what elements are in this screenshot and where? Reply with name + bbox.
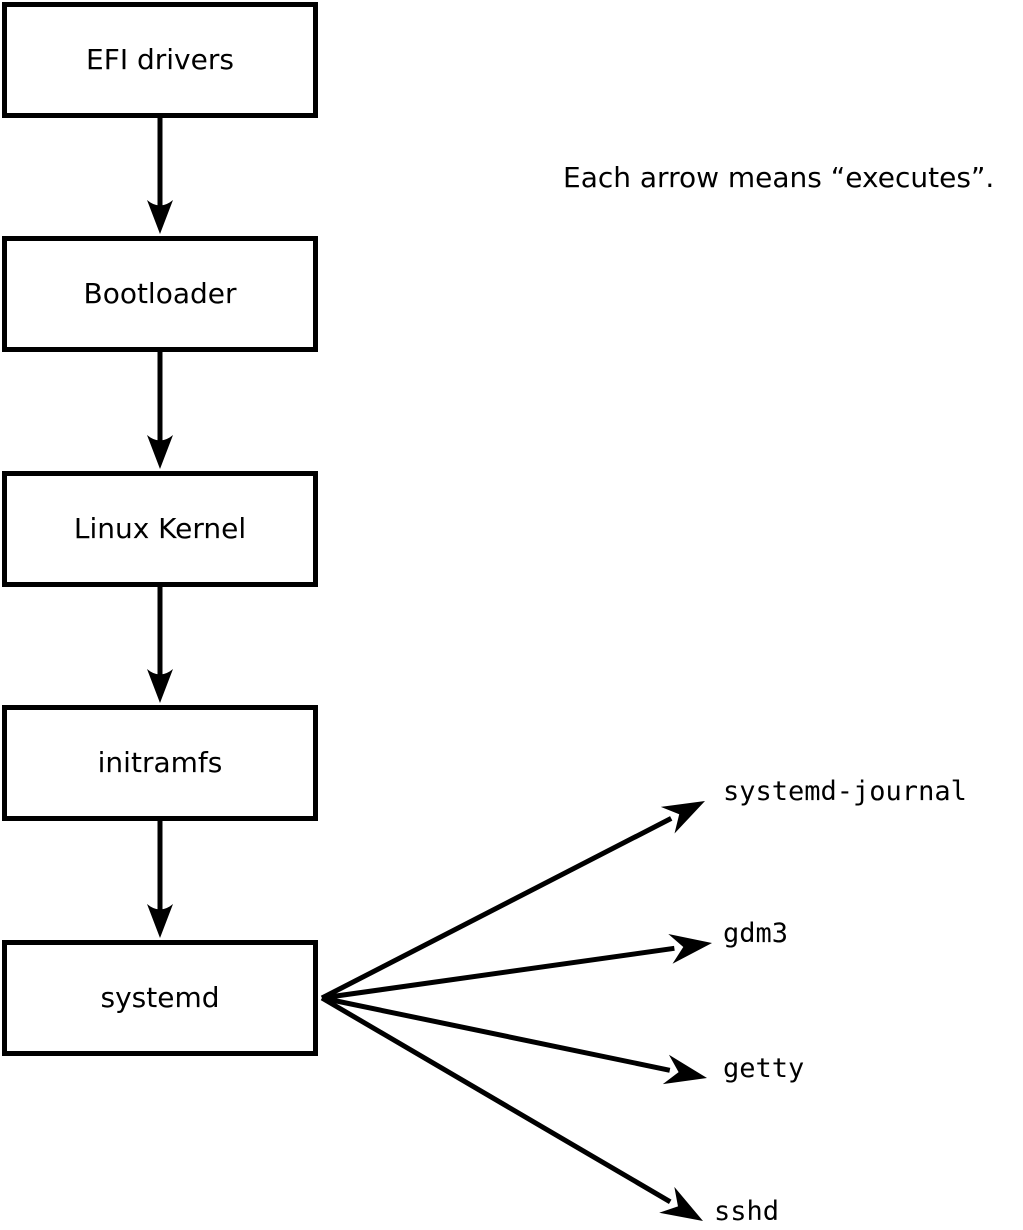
arrow-systemd-to-gdm3	[321, 934, 712, 1001]
stage-label-efi-drivers: EFI drivers	[86, 43, 234, 76]
boot-chain-arrow-group	[147, 118, 173, 938]
arrow-kernel-to-initramfs	[147, 587, 173, 703]
stage-label-initramfs: initramfs	[97, 746, 223, 779]
arrow-efi-to-bootloader	[147, 118, 173, 234]
stage-label-systemd: systemd	[100, 981, 220, 1014]
arrow-systemd-to-systemd-journal	[320, 801, 705, 1001]
stage-box-linux-kernel: Linux Kernel	[2, 471, 318, 587]
arrow-systemd-to-sshd	[320, 995, 703, 1221]
arrow-initramfs-to-systemd	[147, 821, 173, 938]
stage-box-initramfs: initramfs	[2, 705, 318, 821]
stage-box-efi-drivers: EFI drivers	[2, 2, 318, 118]
service-label-getty: getty	[723, 1053, 805, 1084]
stage-box-systemd: systemd	[2, 940, 318, 1056]
arrow-systemd-to-getty	[321, 995, 707, 1085]
service-label-gdm3: gdm3	[723, 918, 789, 949]
stage-label-bootloader: Bootloader	[83, 277, 237, 310]
stage-label-linux-kernel: Linux Kernel	[73, 512, 247, 545]
service-label-systemd-journal: systemd-journal	[723, 776, 967, 807]
systemd-fanout-arrow-group	[320, 801, 712, 1221]
stage-box-bootloader: Bootloader	[2, 236, 318, 352]
arrow-bootloader-to-kernel	[147, 352, 173, 469]
legend-caption: Each arrow means “executes”.	[563, 161, 995, 194]
service-label-sshd: sshd	[714, 1196, 780, 1227]
